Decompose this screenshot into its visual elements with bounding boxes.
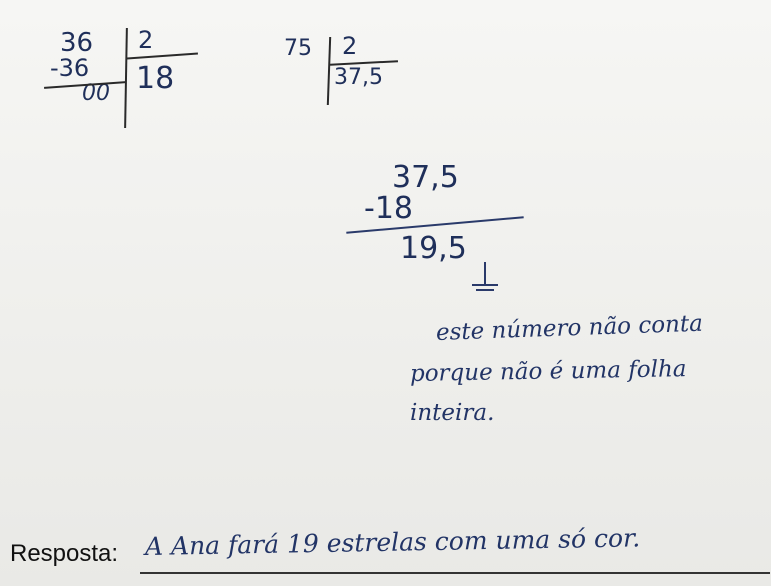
- answer-text: A Ana fará 19 estrelas com uma só cor.: [144, 523, 641, 561]
- quotient-18: 18: [136, 61, 175, 96]
- division-bar-vertical: [326, 36, 332, 106]
- divisor-underline: [126, 52, 198, 60]
- note-line-3: inteira.: [410, 400, 495, 426]
- arrow-base-2: [476, 289, 494, 291]
- dividend-36: 36: [60, 28, 94, 58]
- minuend-37-5: 37,5: [392, 160, 459, 195]
- note-line-2: porque não é uma folha: [409, 356, 687, 387]
- result-19-5: 19,5: [400, 231, 467, 266]
- division-bar-vertical: [124, 27, 128, 129]
- arrow-base-1: [472, 284, 498, 286]
- subtrahend-minus-18: -18: [364, 191, 413, 226]
- note-line-1: este número não conta: [435, 310, 704, 346]
- divisor-2: 2: [138, 26, 154, 54]
- subtrahend-minus-36: -36: [50, 54, 90, 82]
- answer-label: Resposta:: [10, 540, 119, 567]
- remainder-00: 00: [82, 81, 110, 106]
- divisor-2: 2: [342, 32, 358, 60]
- dividend-75: 75: [284, 36, 312, 61]
- answer-underline: [140, 572, 770, 574]
- arrow-shaft: [484, 262, 486, 286]
- quotient-37-5: 37,5: [334, 65, 383, 90]
